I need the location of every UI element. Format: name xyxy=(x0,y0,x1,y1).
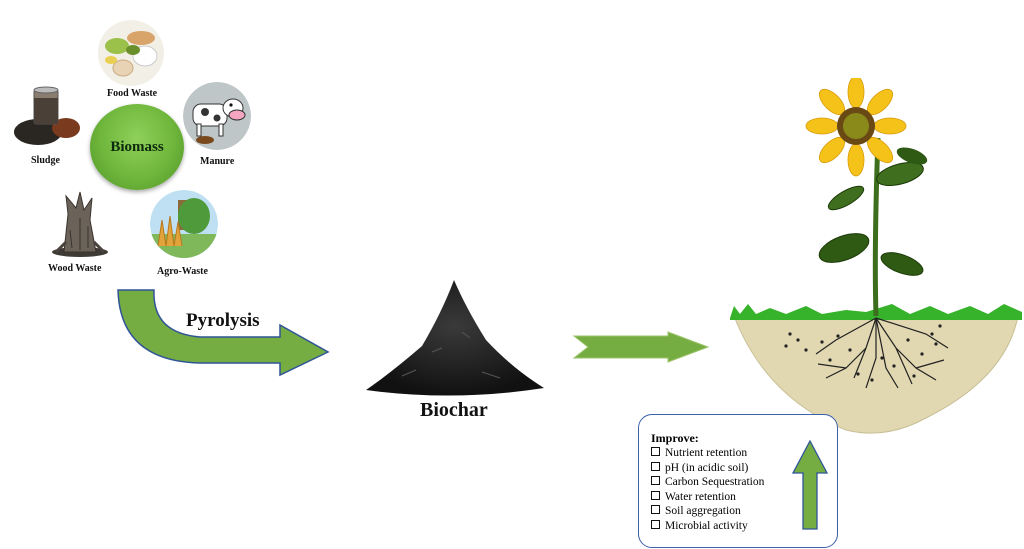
list-item: Soil aggregation xyxy=(651,504,764,519)
manure-label: Manure xyxy=(200,156,235,167)
list-item: Microbial activity xyxy=(651,519,764,534)
improve-box: Improve: Nutrient retention pH (in acidi… xyxy=(638,414,838,548)
agro-waste-label: Agro-Waste xyxy=(157,266,208,277)
sludge-icon xyxy=(10,84,82,148)
improve-list: Nutrient retention pH (in acidic soil) C… xyxy=(651,446,764,534)
biochar-pile xyxy=(366,280,544,396)
checkbox-icon xyxy=(651,447,660,456)
food-waste-icon xyxy=(97,20,165,86)
food-waste-label: Food Waste xyxy=(107,88,158,99)
sludge-label: Sludge xyxy=(31,155,60,166)
biomass-circle: Biomass xyxy=(90,104,184,190)
up-arrow-icon xyxy=(791,439,829,530)
application-arrow xyxy=(572,331,710,363)
list-item: Nutrient retention xyxy=(651,446,764,461)
list-item: pH (in acidic soil) xyxy=(651,461,764,476)
list-item: Water retention xyxy=(651,490,764,505)
list-item: Carbon Sequestration xyxy=(651,475,764,490)
checkbox-icon xyxy=(651,490,660,500)
tree-stump-icon xyxy=(48,190,112,258)
biomass-label: Biomass xyxy=(110,138,164,155)
wood-waste-label: Wood Waste xyxy=(48,263,102,274)
agro-waste-icon xyxy=(150,190,218,258)
biochar-label: Biochar xyxy=(420,399,488,421)
checkbox-icon xyxy=(651,505,660,515)
checkbox-icon xyxy=(651,519,660,529)
pyrolysis-arrow xyxy=(117,289,330,377)
checkbox-icon xyxy=(651,461,660,471)
improve-heading: Improve: xyxy=(651,431,699,445)
checkbox-icon xyxy=(651,476,660,486)
cow-icon xyxy=(183,82,251,150)
soil-plant-illustration xyxy=(730,78,1022,434)
pyrolysis-label: Pyrolysis xyxy=(186,310,260,331)
